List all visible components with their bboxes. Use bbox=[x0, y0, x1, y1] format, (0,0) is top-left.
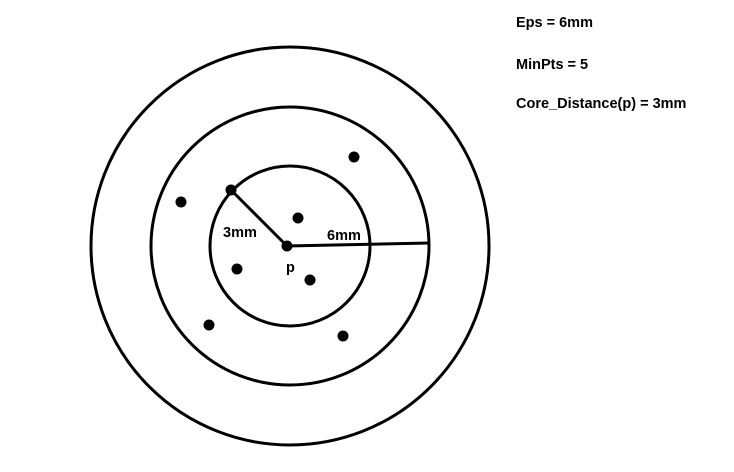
data-point bbox=[348, 151, 360, 163]
data-point bbox=[231, 263, 243, 275]
data-point bbox=[337, 330, 349, 342]
center-point-label: p bbox=[286, 260, 295, 276]
core-distance-circle bbox=[208, 164, 372, 328]
minpts-parameter: MinPts = 5 bbox=[516, 57, 589, 73]
data-point bbox=[292, 212, 304, 224]
core-radius-label: 3mm bbox=[223, 225, 257, 241]
data-point bbox=[304, 274, 316, 286]
data-point bbox=[175, 196, 187, 208]
core-distance-parameter: Core_Distance(p) = 3mm bbox=[516, 96, 687, 112]
eps-parameter: Eps = 6mm bbox=[516, 15, 593, 31]
data-point bbox=[281, 240, 293, 252]
eps-neighborhood-circle bbox=[149, 105, 431, 387]
data-point bbox=[203, 319, 215, 331]
eps-radius-line bbox=[286, 241, 431, 248]
eps-radius-label: 6mm bbox=[327, 228, 361, 244]
core-distance-radius-line bbox=[229, 188, 289, 248]
outer-circle bbox=[89, 45, 491, 447]
data-point bbox=[225, 184, 237, 196]
